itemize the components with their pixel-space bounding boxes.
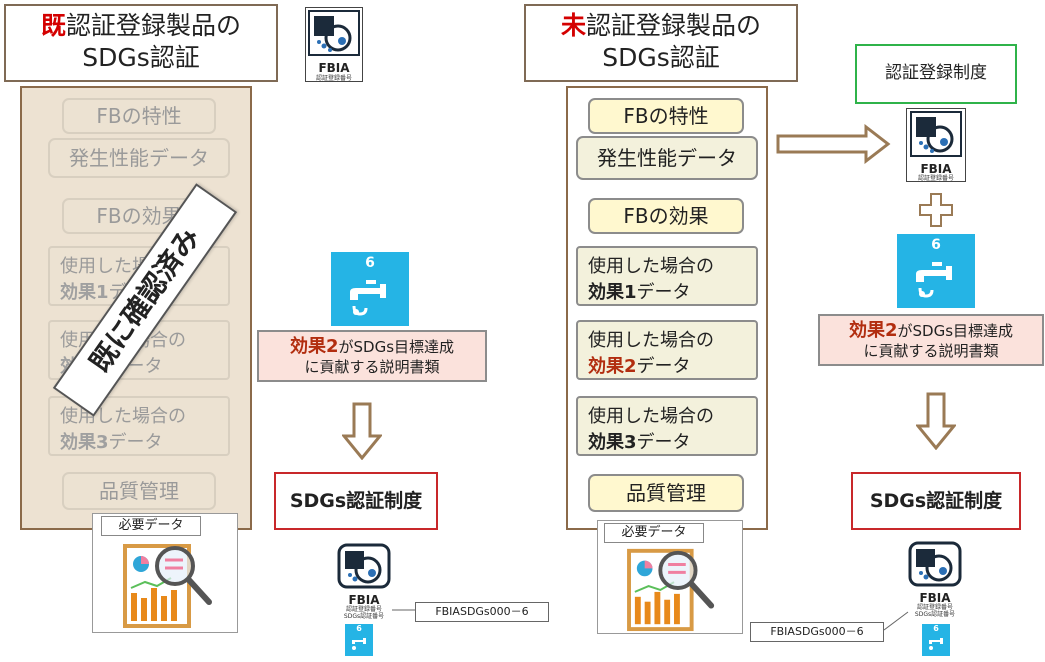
left-sdgs-system: SDGs認証制度 (274, 472, 438, 530)
fbia-logo-bottom-right: FBIA 認証登録番号 SDGs認証番号 (906, 540, 964, 620)
fbia-text: FBIA (318, 61, 350, 75)
right-use2: 使用した場合の効果2データ (576, 320, 758, 380)
fbia-mark-icon (908, 541, 962, 587)
left-code-pointer (392, 609, 416, 611)
fbia-mark-icon (910, 111, 962, 157)
fbia-mark-icon (308, 10, 360, 56)
right-arrow-icon (776, 124, 891, 164)
left-use3: 使用した場合の効果3データ (48, 396, 230, 456)
left-performance: 発生性能データ (48, 138, 230, 178)
right-use1: 使用した場合の効果1データ (576, 246, 758, 306)
report-magnifier-icon (627, 548, 715, 632)
left-required-label: 必要データ (101, 516, 201, 536)
fbia-logo-top-left: FBIA 認証登録番号 (305, 7, 363, 82)
right-explanation: 効果2がSDGs目標達成 に貢献する説明書類 (818, 314, 1044, 366)
cert-registration-system: 認証登録制度 (855, 44, 1017, 104)
right-title-rest: 認証登録製品の (586, 11, 762, 40)
right-title: 未認証登録製品の SDGs認証 (524, 4, 798, 82)
right-code: FBIASDGs000－6 (750, 622, 884, 642)
left-explanation: 効果2がSDGs目標達成 に貢献する説明書類 (257, 330, 487, 382)
left-sdg6-icon: 6 (331, 252, 409, 326)
right-code-pointer (884, 611, 909, 631)
left-sdg6-small-icon: 6 (345, 624, 373, 656)
fbia-logo-bottom-left: FBIA 認証登録番号 SDGs認証番号 (335, 542, 393, 622)
right-use3: 使用した場合の効果3データ (576, 396, 758, 456)
right-required-label: 必要データ (604, 523, 704, 543)
right-sdg6-small-icon: 6 (922, 624, 950, 656)
right-performance: 発生性能データ (576, 136, 758, 180)
faucet-icon (350, 280, 386, 316)
left-title-line2: SDGs認証 (82, 43, 200, 72)
right-sdgs-system: SDGs認証制度 (851, 472, 1021, 530)
left-code: FBIASDGs000－6 (415, 602, 549, 622)
right-fb-traits: FBの特性 (588, 98, 744, 134)
report-magnifier-icon (123, 544, 212, 628)
fbia-mark-icon (337, 543, 391, 589)
right-title-prefix: 未 (560, 11, 586, 40)
right-title-line2: SDGs認証 (602, 43, 720, 72)
right-sdg6-icon: 6 (897, 234, 975, 308)
left-title: 既認証登録製品の SDGs認証 (4, 4, 278, 82)
plus-icon (919, 193, 953, 227)
left-required-data: 必要データ (92, 513, 238, 633)
left-quality: 品質管理 (62, 472, 216, 510)
faucet-icon (916, 262, 952, 298)
left-title-rest: 認証登録製品の (66, 11, 242, 40)
right-quality: 品質管理 (588, 474, 744, 512)
right-down-arrow-icon (916, 392, 956, 450)
left-title-prefix: 既 (40, 11, 66, 40)
fbia-sub-text: 認証登録番号 (315, 75, 352, 82)
left-fb-traits: FBの特性 (62, 98, 216, 134)
right-fb-effects: FBの効果 (588, 198, 744, 234)
right-required-data: 必要データ (597, 520, 743, 634)
right-column: FBの特性 発生性能データ FBの効果 使用した場合の効果1データ 使用した場合… (566, 86, 768, 530)
fbia-logo-right: FBIA 認証登録番号 (906, 108, 966, 182)
left-down-arrow-icon (342, 402, 382, 460)
